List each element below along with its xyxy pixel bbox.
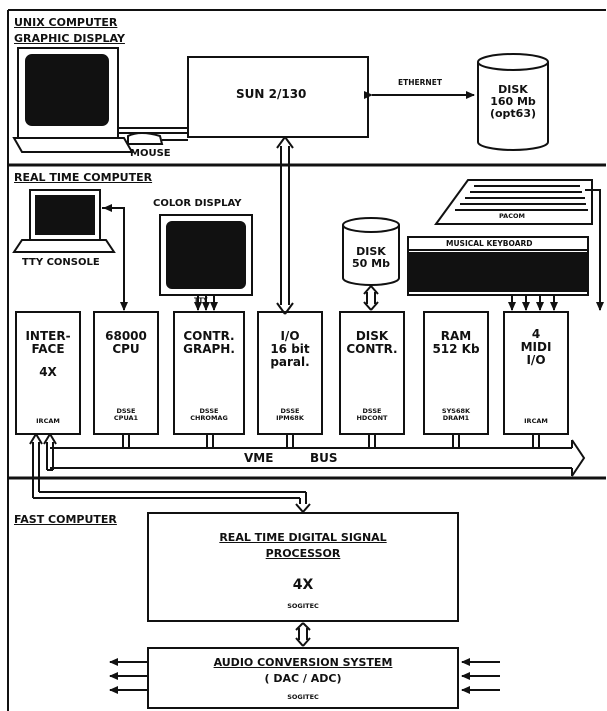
color-display-icon xyxy=(159,214,253,296)
board-cpu-tag1: DSSE xyxy=(116,407,136,415)
pacom-label: PACOM xyxy=(499,212,525,220)
board-io-line3: paral. xyxy=(270,355,310,370)
disk-50-label: DISK 50 Mb xyxy=(343,245,399,271)
board-ram-tag: SYS68K DRAM1 xyxy=(424,407,488,423)
color-display-label: COLOR DISPLAY xyxy=(153,198,242,209)
board-disk-contr xyxy=(339,311,405,435)
board-ram-label: RAM 512 Kb xyxy=(424,329,488,357)
acs-box xyxy=(147,647,459,709)
disk-50-icon xyxy=(342,217,400,286)
board-graph-line2: GRAPH. xyxy=(183,342,235,357)
acs-maker: SOGITEC xyxy=(287,693,319,701)
board-interface-label: INTER- FACE 4X xyxy=(16,329,80,380)
disk-contr-link xyxy=(363,285,379,311)
board-cpu-line1: 68000 xyxy=(105,329,147,343)
dsp-title: REAL TIME DIGITAL SIGNAL PROCESSOR xyxy=(148,531,458,561)
board-disk-contr-tag: DSSE HDCONT xyxy=(340,407,404,423)
board-ram-tag2: DRAM1 xyxy=(442,414,470,423)
board-io-tag2: IPM68K xyxy=(276,414,304,423)
board-midi-line1: 4 xyxy=(531,327,541,341)
board-ram xyxy=(423,311,489,435)
tty-console-icon xyxy=(12,189,116,253)
board-disk-contr-line2: CONTR. xyxy=(346,342,398,357)
musical-keyboard-icon xyxy=(407,236,589,296)
dsp-4x: 4X xyxy=(292,577,314,593)
board-graph-tag2: CHROMAG xyxy=(190,414,228,423)
board-cpu-label: 68000 CPU xyxy=(94,329,158,357)
board-ram-line2: 512 Kb xyxy=(432,342,480,357)
tty-console-label: TTY CONSOLE xyxy=(22,257,100,268)
disk-160-line3: (opt63) xyxy=(489,107,537,121)
board-io-label: I/O 16 bit paral. xyxy=(258,329,322,370)
section-title-unix: UNIX COMPUTER xyxy=(14,16,118,29)
board-midi-tag: IRCAM xyxy=(524,417,548,425)
board-disk-contr-line1: DISK xyxy=(355,329,389,343)
ttl-label: TTY xyxy=(194,296,208,304)
vme-bus xyxy=(50,434,586,477)
dsp-title-line1: REAL TIME DIGITAL SIGNAL xyxy=(219,531,387,544)
mouse-label: MOUSE xyxy=(130,148,171,159)
interface-to-dsp-link xyxy=(29,433,311,514)
board-interface-line2: FACE xyxy=(31,342,65,357)
section-title-realtime: REAL TIME COMPUTER xyxy=(14,171,153,184)
bus-label-bus: BUS xyxy=(310,451,338,465)
disk-160-label: DISK 160 Mb (opt63) xyxy=(478,83,548,121)
pacom-to-midi-link xyxy=(585,189,601,300)
board-ram-tag1: SYS68K xyxy=(441,407,471,415)
bus-label-vme: VME xyxy=(244,451,274,465)
board-midi-label: 4 MIDI I/O xyxy=(504,327,568,368)
board-io xyxy=(257,311,323,435)
board-graph-tag: DSSE CHROMAG xyxy=(174,407,244,423)
sun-io-link xyxy=(276,136,294,315)
dsp-acs-link xyxy=(295,622,311,647)
board-graph-label: CONTR. GRAPH. xyxy=(174,329,244,357)
mouse-icon xyxy=(127,132,188,145)
board-disk-contr-tag1: DSSE xyxy=(362,407,382,415)
acs-title: AUDIO CONVERSION SYSTEM xyxy=(213,656,393,669)
acs-subtitle: ( DAC / ADC) xyxy=(264,672,342,685)
board-interface xyxy=(15,311,81,435)
board-midi xyxy=(503,311,569,435)
board-io-line2: 16 bit xyxy=(270,342,310,357)
board-cpu xyxy=(93,311,159,435)
pacom-mixer-icon xyxy=(434,179,593,225)
musical-keyboard-label: MUSICAL KEYBOARD xyxy=(446,239,533,248)
disk-160-icon xyxy=(477,53,549,151)
board-ram-line1: RAM xyxy=(440,329,472,343)
ethernet-label: ETHERNET xyxy=(398,78,442,87)
board-io-tag: DSSE IPM68K xyxy=(258,407,322,423)
board-graph xyxy=(173,311,245,435)
disk-160-line2: 160 Mb xyxy=(490,95,536,109)
board-cpu-line2: CPU xyxy=(112,342,140,357)
board-cpu-tag: DSSE CPUA1 xyxy=(94,407,158,423)
board-cpu-tag2: CPUA1 xyxy=(113,414,139,423)
board-midi-line2: MIDI xyxy=(520,340,552,355)
tty-to-cpu-link xyxy=(102,207,125,305)
section-title-fast: FAST COMPUTER xyxy=(14,513,117,526)
board-graph-line1: CONTR. xyxy=(183,329,235,343)
board-midi-line3: I/O xyxy=(526,353,546,368)
board-io-tag1: DSSE xyxy=(280,407,300,415)
board-io-line1: I/O xyxy=(280,329,300,343)
board-interface-line1: INTER- xyxy=(25,329,71,343)
board-interface-tag: IRCAM xyxy=(36,417,60,425)
dsp-box xyxy=(147,512,459,622)
graphic-display-monitor-icon xyxy=(12,47,134,153)
section-subtitle-graphic-display: GRAPHIC DISPLAY xyxy=(14,32,125,45)
disk-50-line1: DISK xyxy=(356,245,386,258)
disk-50-line2: 50 Mb xyxy=(352,257,390,271)
dsp-title-line2: PROCESSOR xyxy=(265,547,341,561)
dsp-maker: SOGITEC xyxy=(287,602,319,610)
board-graph-tag1: DSSE xyxy=(199,407,219,415)
board-disk-contr-tag2: HDCONT xyxy=(356,414,388,423)
sun-label: SUN 2/130 xyxy=(236,87,307,101)
board-disk-contr-label: DISK CONTR. xyxy=(340,329,404,357)
board-interface-line4: 4X xyxy=(39,365,57,380)
disk-160-line1: DISK xyxy=(498,83,528,96)
